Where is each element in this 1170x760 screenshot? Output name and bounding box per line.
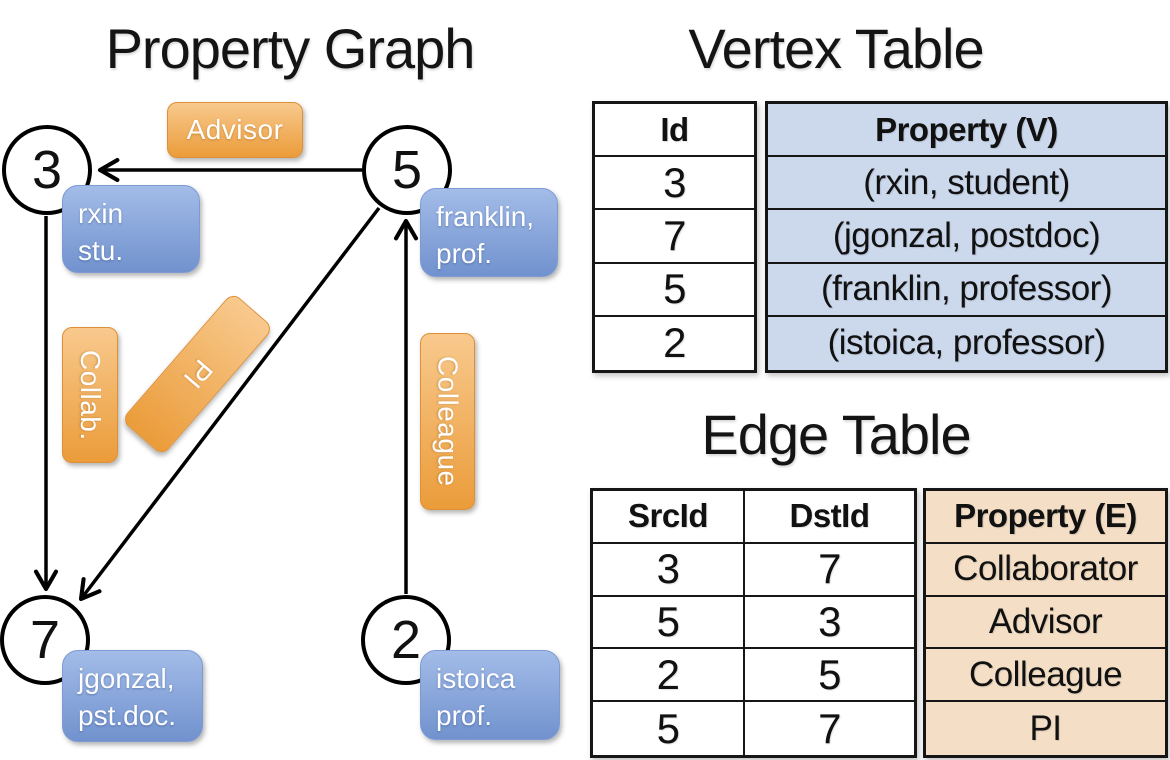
vertex-table-cell: 5 (595, 264, 754, 317)
vertex-id: 5 (391, 140, 423, 200)
vertex-table-cell: 3 (595, 157, 754, 211)
edge-table-cell: Advisor (926, 597, 1165, 650)
edge-table-cell: 3 (593, 543, 745, 595)
vertex-table-cell: 7 (595, 210, 754, 264)
vertex-table-cell: 2 (663, 319, 686, 367)
edge-table-cell: 5 (593, 596, 745, 648)
vertex-label-istoica: istoica prof. (420, 650, 560, 740)
vertex-label-line2: pst.doc. (78, 700, 177, 731)
edge-table-title: Edge Table (701, 403, 971, 466)
edge-table-cell: PI (1029, 708, 1062, 748)
vertex-table-cell: (rxin, student) (768, 157, 1165, 211)
edge-table-cell: 5 (593, 702, 745, 755)
edge-label-advisor: Advisor (167, 102, 303, 158)
vertex-table-cell: (franklin, professor) (768, 264, 1165, 317)
vertex-label-line1: istoica (436, 663, 516, 694)
edge-table-property-column: Property (E) Collaborator Advisor Collea… (923, 488, 1168, 758)
edge-label-text: PI (177, 353, 219, 395)
vertex-id: 3 (31, 140, 63, 200)
edge-table-cell: 2 (593, 649, 745, 701)
vertex-id: 7 (29, 610, 61, 670)
edge-label-collab: Collab. (62, 327, 118, 463)
edge-table-header-dstid: DstId (789, 497, 871, 535)
vertex-label-rxin: rxin stu. (62, 185, 200, 273)
vertex-table-header-id: Id (595, 104, 754, 158)
edge-table-cell: 7 (818, 545, 841, 593)
edge-label-text: Collab. (75, 349, 106, 441)
vertex-label-line2: stu. (78, 235, 124, 266)
vertex-circle-5: 5 (362, 125, 452, 215)
vertex-table-cell: (jgonzal, postdoc) (768, 210, 1165, 264)
vertex-label-line1: rxin (78, 198, 124, 229)
edge-table-cell: 7 (818, 704, 841, 752)
edge-table-cell: Collaborator (926, 544, 1165, 597)
vertex-table-cell: (istoica, professor) (827, 323, 1106, 363)
vertex-table-header-property: Property (V) (768, 104, 1165, 158)
edge-table-header-srcid: SrcId (593, 491, 745, 542)
vertex-table-property-column: Property (V) (rxin, student) (jgonzal, p… (765, 101, 1168, 373)
edge-table-cell: 5 (818, 650, 841, 698)
vertex-circle-3: 3 (2, 125, 92, 215)
vertex-table-title: Vertex Table (688, 17, 984, 80)
vertex-label-franklin: franklin, prof. (420, 188, 558, 277)
vertex-label-line2: prof. (436, 700, 493, 731)
vertex-label-jgonzal: jgonzal, pst.doc. (62, 650, 203, 742)
property-graph-title: Property Graph (105, 17, 476, 80)
vertex-id: 2 (390, 610, 422, 670)
edge-label-text: Colleague (432, 356, 464, 487)
vertex-label-line1: franklin, (436, 201, 535, 232)
edge-table-header-property: Property (E) (926, 491, 1165, 544)
vertex-label-line1: jgonzal, (78, 663, 175, 694)
edge-table-cell: Colleague (926, 649, 1165, 703)
edge-table-cell: 3 (818, 597, 841, 645)
edge-table-id-columns: SrcId DstId 3 7 5 3 2 5 5 7 (590, 488, 917, 758)
edge-label-text: Advisor (186, 114, 284, 145)
vertex-table-id-column: Id 3 7 5 2 (592, 101, 757, 373)
edge-label-colleague: Colleague (420, 333, 475, 510)
vertex-label-line2: prof. (436, 238, 493, 269)
edge-label-pi: PI (120, 291, 275, 457)
